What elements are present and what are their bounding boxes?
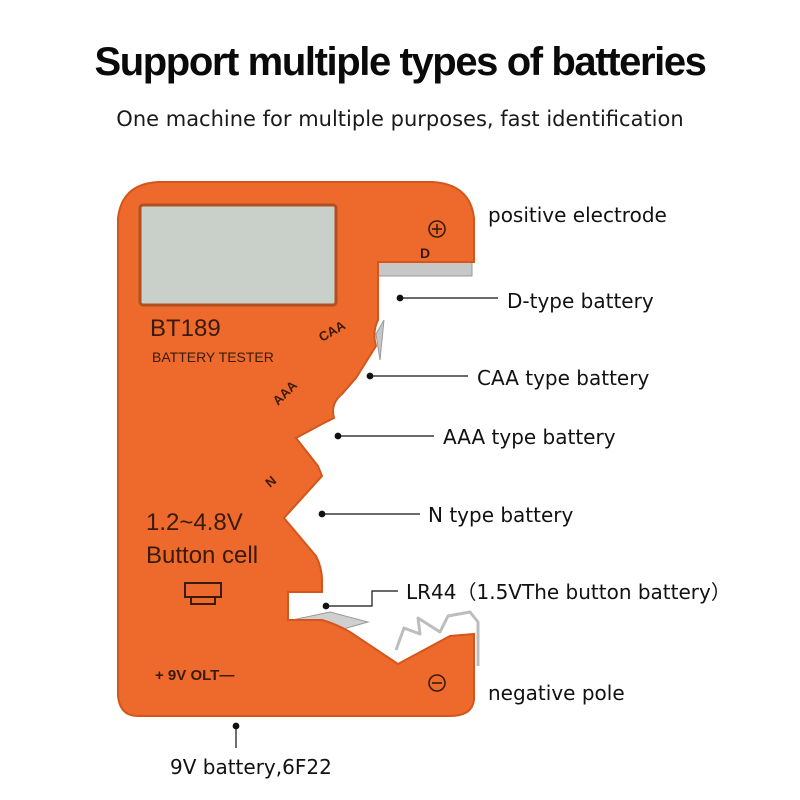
headline: Support multiple types of batteries [94, 40, 706, 84]
leader-line-lr44 [326, 590, 398, 607]
lcd-display [138, 203, 338, 307]
callout-aaa-type: AAA type battery [443, 425, 616, 449]
button-cell-label: Button cell [146, 542, 258, 569]
callout-lr44: LR44（1.5VThe button battery） [406, 580, 731, 604]
leader-dot-caa [366, 372, 374, 380]
voltage-range: 1.2~4.8V [146, 509, 243, 536]
negative-spring-contact [394, 610, 480, 666]
model-number: BT189 [150, 315, 221, 342]
caa-slot-contact [375, 319, 385, 361]
negative-terminal-icon [428, 674, 446, 692]
callout-negative-pole: negative pole [488, 681, 625, 705]
button-cell-icon [184, 582, 222, 605]
callout-9v-battery: 9V battery,6F22 [170, 755, 332, 779]
leader-dot-9v [232, 722, 240, 730]
leader-dot-n [318, 510, 326, 518]
nine-volt-terminal-label: + 9V OLT— [155, 667, 234, 684]
leader-dot-d [396, 294, 404, 302]
subheadline: One machine for multiple purposes, fast … [116, 107, 684, 131]
device-name: BATTERY TESTER [152, 349, 274, 365]
callout-d-type: D-type battery [507, 289, 654, 313]
callout-caa-type: CAA type battery [477, 366, 650, 390]
callout-n-type: N type battery [428, 503, 574, 527]
callout-positive-electrode: positive electrode [488, 203, 667, 227]
slot-label-d: D [420, 245, 430, 261]
positive-terminal-icon [428, 220, 446, 238]
leader-dot-aaa [334, 432, 342, 440]
leader-dot-lr44 [322, 602, 330, 610]
